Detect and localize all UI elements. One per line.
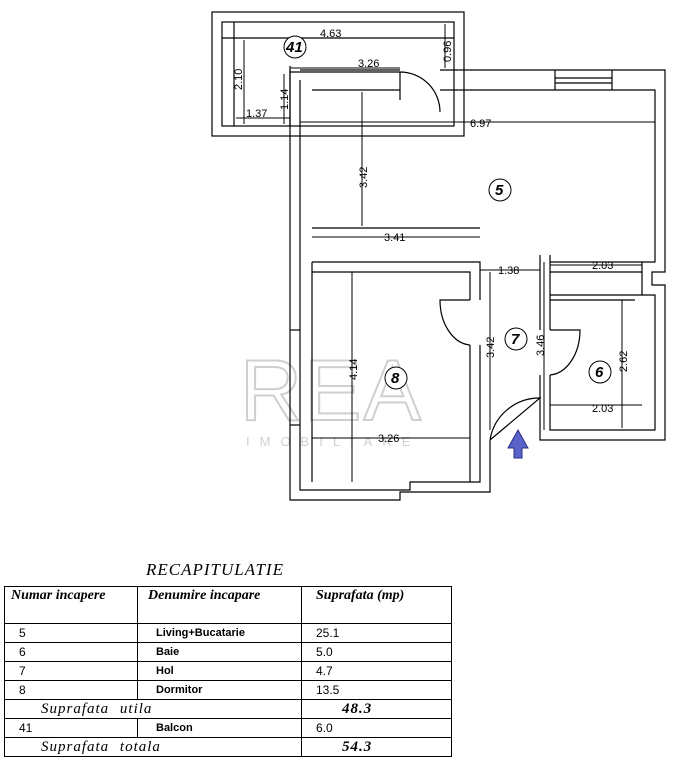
room-number-living: 5 — [495, 182, 504, 199]
useful-area-value: 48.3 — [301, 699, 452, 719]
table-row: 8 Dormitor 13.5 — [4, 680, 452, 700]
balcony-door — [399, 71, 441, 113]
doors — [399, 71, 581, 441]
row-name: Living+Bucatarie — [137, 623, 302, 643]
dim-bath-height: 2.62 — [618, 351, 630, 372]
apartment-walls — [289, 69, 666, 501]
entrance-arrow-icon — [507, 428, 529, 459]
table-row: 6 Baie 5.0 — [4, 642, 452, 662]
room-marker-living: 5 — [488, 178, 512, 202]
bedroom-door — [439, 299, 471, 346]
row-area: 25.1 — [301, 623, 452, 643]
row-area: 6.0 — [301, 718, 452, 738]
dim-living-width: 6.97 — [470, 118, 491, 130]
row-area: 13.5 — [301, 680, 452, 700]
dim-balcony-height: 2.10 — [233, 69, 245, 90]
row-name: Balcon — [137, 718, 302, 738]
room-marker-bedroom: 8 — [384, 366, 408, 390]
total-area-value: 54.3 — [301, 737, 452, 757]
recap-title: RECAPITULATIE — [146, 560, 284, 579]
room-marker-bath: 6 — [588, 360, 612, 384]
total-area-row: Suprafata totala 54.3 — [4, 737, 452, 757]
useful-area-row: Suprafata utila 48.3 — [4, 699, 452, 719]
row-name: Hol — [137, 661, 302, 681]
row-number: 8 — [4, 680, 138, 700]
dim-bedroom-width: 3.26 — [378, 433, 399, 445]
room-markers: 41 5 7 6 8 — [283, 35, 612, 390]
recap-header-row: Numar incapere Denumire incapare Suprafa… — [4, 586, 452, 624]
dim-bedroom-height: 4.14 — [348, 359, 360, 380]
room-number-bath: 6 — [595, 364, 604, 381]
recap-table: Numar incapere Denumire incapare Suprafa… — [4, 586, 452, 757]
row-name: Dormitor — [137, 680, 302, 700]
dim-balcony-width: 4.63 — [320, 28, 341, 40]
room-marker-balcony: 41 — [283, 35, 307, 59]
row-number: 5 — [4, 623, 138, 643]
dim-hall-height-left: 3.42 — [485, 337, 497, 358]
row-area: 5.0 — [301, 642, 452, 662]
table-row: 41 Balcon 6.0 — [4, 718, 452, 738]
dim-bath-top: 2.03 — [592, 260, 613, 272]
row-number: 41 — [4, 718, 138, 738]
dim-balcony-left: 1.37 — [246, 108, 267, 120]
floor-plan: REA IMOBILIARE — [211, 11, 666, 501]
bath-door — [549, 329, 581, 376]
useful-area-label: Suprafata utila — [4, 699, 302, 719]
dim-hall-height-right: 3.46 — [535, 335, 547, 356]
table-row: 7 Hol 4.7 — [4, 661, 452, 681]
row-name: Baie — [137, 642, 302, 662]
dimension-labels: 4.63 3.26 0.96 2.10 1.14 1.37 6.97 3.42 … — [233, 28, 630, 445]
row-area: 4.7 — [301, 661, 452, 681]
room-number-balcony: 41 — [285, 39, 303, 56]
row-number: 6 — [4, 642, 138, 662]
table-row: 5 Living+Bucatarie 25.1 — [4, 623, 452, 643]
total-area-label: Suprafata totala — [4, 737, 302, 757]
entrance-door — [489, 397, 542, 441]
dimension-lines — [234, 24, 655, 482]
header-area: Suprafata (mp) — [301, 586, 452, 624]
row-number: 7 — [4, 661, 138, 681]
dim-balcony-inner: 3.26 — [358, 58, 379, 70]
watermark-logo: REA — [240, 343, 423, 439]
dim-living-height: 3.42 — [358, 167, 370, 188]
dim-balcony-depth: 0.96 — [442, 41, 454, 62]
room-marker-hall: 7 — [504, 327, 528, 351]
header-room-name: Denumire incapare — [137, 586, 302, 624]
dim-bath-bottom: 2.03 — [592, 403, 613, 415]
dim-living-lower: 3.41 — [384, 232, 405, 244]
dim-hall-width: 1.38 — [498, 265, 519, 277]
dim-balcony-step: 1.14 — [279, 89, 291, 110]
room-number-bedroom: 8 — [391, 370, 400, 387]
room-number-hall: 7 — [511, 331, 520, 348]
header-room-number: Numar incapere — [4, 586, 138, 624]
watermark: REA IMOBILIARE — [239, 342, 423, 449]
